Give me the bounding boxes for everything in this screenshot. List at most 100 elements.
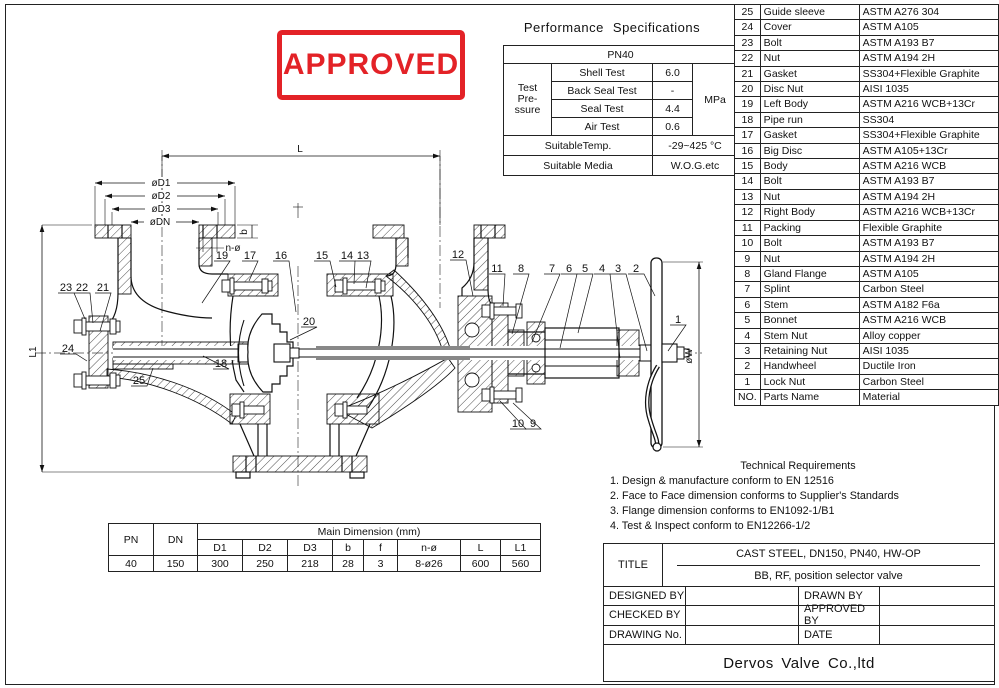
dim-label: n-ø bbox=[226, 243, 241, 254]
parts-cell-no: 12 bbox=[734, 204, 761, 221]
drawing-title-line2: BB, RF, position selector valve bbox=[754, 569, 903, 582]
test-value: 4.4 bbox=[652, 99, 693, 118]
test-name: Seal Test bbox=[551, 99, 653, 118]
callout-leader bbox=[489, 273, 506, 307]
parts-cell-no: 24 bbox=[734, 19, 761, 36]
parts-cell-name: Right Body bbox=[759, 204, 860, 221]
parts-cell-name: Cover bbox=[759, 19, 860, 36]
parts-cell-mat: Alloy copper bbox=[858, 327, 999, 344]
parts-cell-mat: AISI 1035 bbox=[858, 342, 999, 360]
performance-specs-table: PN40 Test Pre- ssure Shell Test 6.0 MPa … bbox=[503, 45, 738, 176]
parts-cell-no: 10 bbox=[734, 235, 761, 252]
parts-cell-no: 3 bbox=[734, 342, 761, 360]
parts-cell-no: 2 bbox=[734, 358, 761, 375]
parts-cell-mat: SS304+Flexible Graphite bbox=[858, 127, 999, 144]
parts-cell-name: Bolt bbox=[759, 173, 860, 190]
parts-cell-mat: SS304 bbox=[858, 111, 999, 129]
parts-cell-no: NO. bbox=[734, 389, 761, 406]
callout-label: 12 bbox=[452, 249, 464, 261]
dimension-value: 250 bbox=[242, 555, 288, 572]
callout-leader bbox=[450, 259, 474, 297]
parts-cell-name: Pipe run bbox=[759, 111, 860, 129]
callout-label: 1 bbox=[675, 314, 681, 326]
callout-leader bbox=[314, 260, 337, 288]
callout-leader bbox=[201, 260, 231, 304]
parts-cell-no: 11 bbox=[734, 219, 761, 237]
parts-cell-mat: ASTM A194 2H bbox=[858, 188, 999, 206]
parts-cell-mat: ASTM A193 B7 bbox=[858, 34, 999, 52]
parts-cell-name: Body bbox=[759, 158, 860, 175]
callout-leader bbox=[273, 260, 297, 313]
callout-label: 3 bbox=[615, 263, 621, 275]
parts-cell-name: Bolt bbox=[759, 34, 860, 52]
callout-label: 7 bbox=[549, 263, 555, 275]
callout-leader bbox=[512, 402, 542, 430]
title-label: TITLE bbox=[604, 544, 663, 586]
callout-label: 5 bbox=[582, 263, 588, 275]
dimension-value: 3 bbox=[363, 555, 398, 572]
parts-cell-no: 21 bbox=[734, 65, 761, 83]
parts-cell-mat: ASTM A105+13Cr bbox=[858, 142, 999, 160]
parts-cell-no: 4 bbox=[734, 327, 761, 344]
technical-requirement-item: 3. Flange dimension conforms to EN1092-1… bbox=[610, 505, 835, 517]
drawn-by-value bbox=[880, 587, 994, 607]
dimension-lines bbox=[39, 153, 703, 473]
callout-leader bbox=[242, 260, 259, 282]
callout-label: 8 bbox=[518, 263, 524, 275]
dim-label: L1 bbox=[28, 346, 39, 358]
drawn-by-label: DRAWN BY bbox=[799, 587, 880, 607]
dim-label-bg bbox=[145, 203, 177, 214]
parts-cell-name: Disc Nut bbox=[759, 81, 860, 98]
parts-cell-no: 16 bbox=[734, 142, 761, 160]
test-name: Shell Test bbox=[551, 63, 653, 82]
parts-cell-mat: ASTM A105 bbox=[858, 265, 999, 283]
designed-by-label: DESIGNED BY bbox=[604, 587, 686, 607]
parts-cell-mat: ASTM A216 WCB+13Cr bbox=[858, 96, 999, 113]
callout-label: 9 bbox=[530, 418, 536, 430]
callout-label: 20 bbox=[303, 316, 315, 328]
callout-label: 18 bbox=[215, 358, 227, 370]
dimension-subheader: L1 bbox=[500, 539, 541, 556]
callout-label: 17 bbox=[244, 250, 256, 262]
dimension-subheader: b bbox=[332, 539, 364, 556]
approved-by-label: APPROVED BY bbox=[799, 603, 880, 627]
dim-label: øD3 bbox=[152, 204, 171, 215]
parts-cell-name: Left Body bbox=[759, 96, 860, 113]
test-pressure-label: Test Pre- ssure bbox=[503, 63, 552, 136]
parts-cell-name: Big Disc bbox=[759, 142, 860, 160]
test-value: 0.6 bbox=[652, 117, 693, 136]
technical-requirements-title: Technical Requirements bbox=[740, 460, 856, 472]
suitable-media-label: Suitable Media bbox=[503, 155, 653, 176]
parts-cell-name: Gasket bbox=[759, 65, 860, 83]
pressure-unit: MPa bbox=[692, 63, 738, 136]
callout-leader bbox=[577, 273, 594, 334]
dn-header: DN bbox=[153, 523, 198, 556]
parts-cell-name: Packing bbox=[759, 219, 860, 237]
dim-label-bg bbox=[145, 190, 177, 201]
drawing-no-value bbox=[686, 625, 799, 645]
callout-label: 13 bbox=[357, 250, 369, 262]
callout-label: 23 bbox=[60, 282, 72, 294]
parts-cell-name: Gasket bbox=[759, 127, 860, 144]
parts-cell-no: 18 bbox=[734, 111, 761, 129]
designed-by-value bbox=[686, 587, 799, 607]
parts-cell-name: Gland Flange bbox=[759, 265, 860, 283]
technical-requirements-list: 1. Design & manufacture conform to EN 12… bbox=[602, 474, 994, 534]
parts-cell-no: 25 bbox=[734, 3, 761, 21]
technical-requirements: Technical Requirements 1. Design & manuf… bbox=[602, 460, 994, 534]
performance-specs-title: Performance Specifications bbox=[523, 20, 701, 35]
dim-label: øDN bbox=[150, 217, 171, 228]
